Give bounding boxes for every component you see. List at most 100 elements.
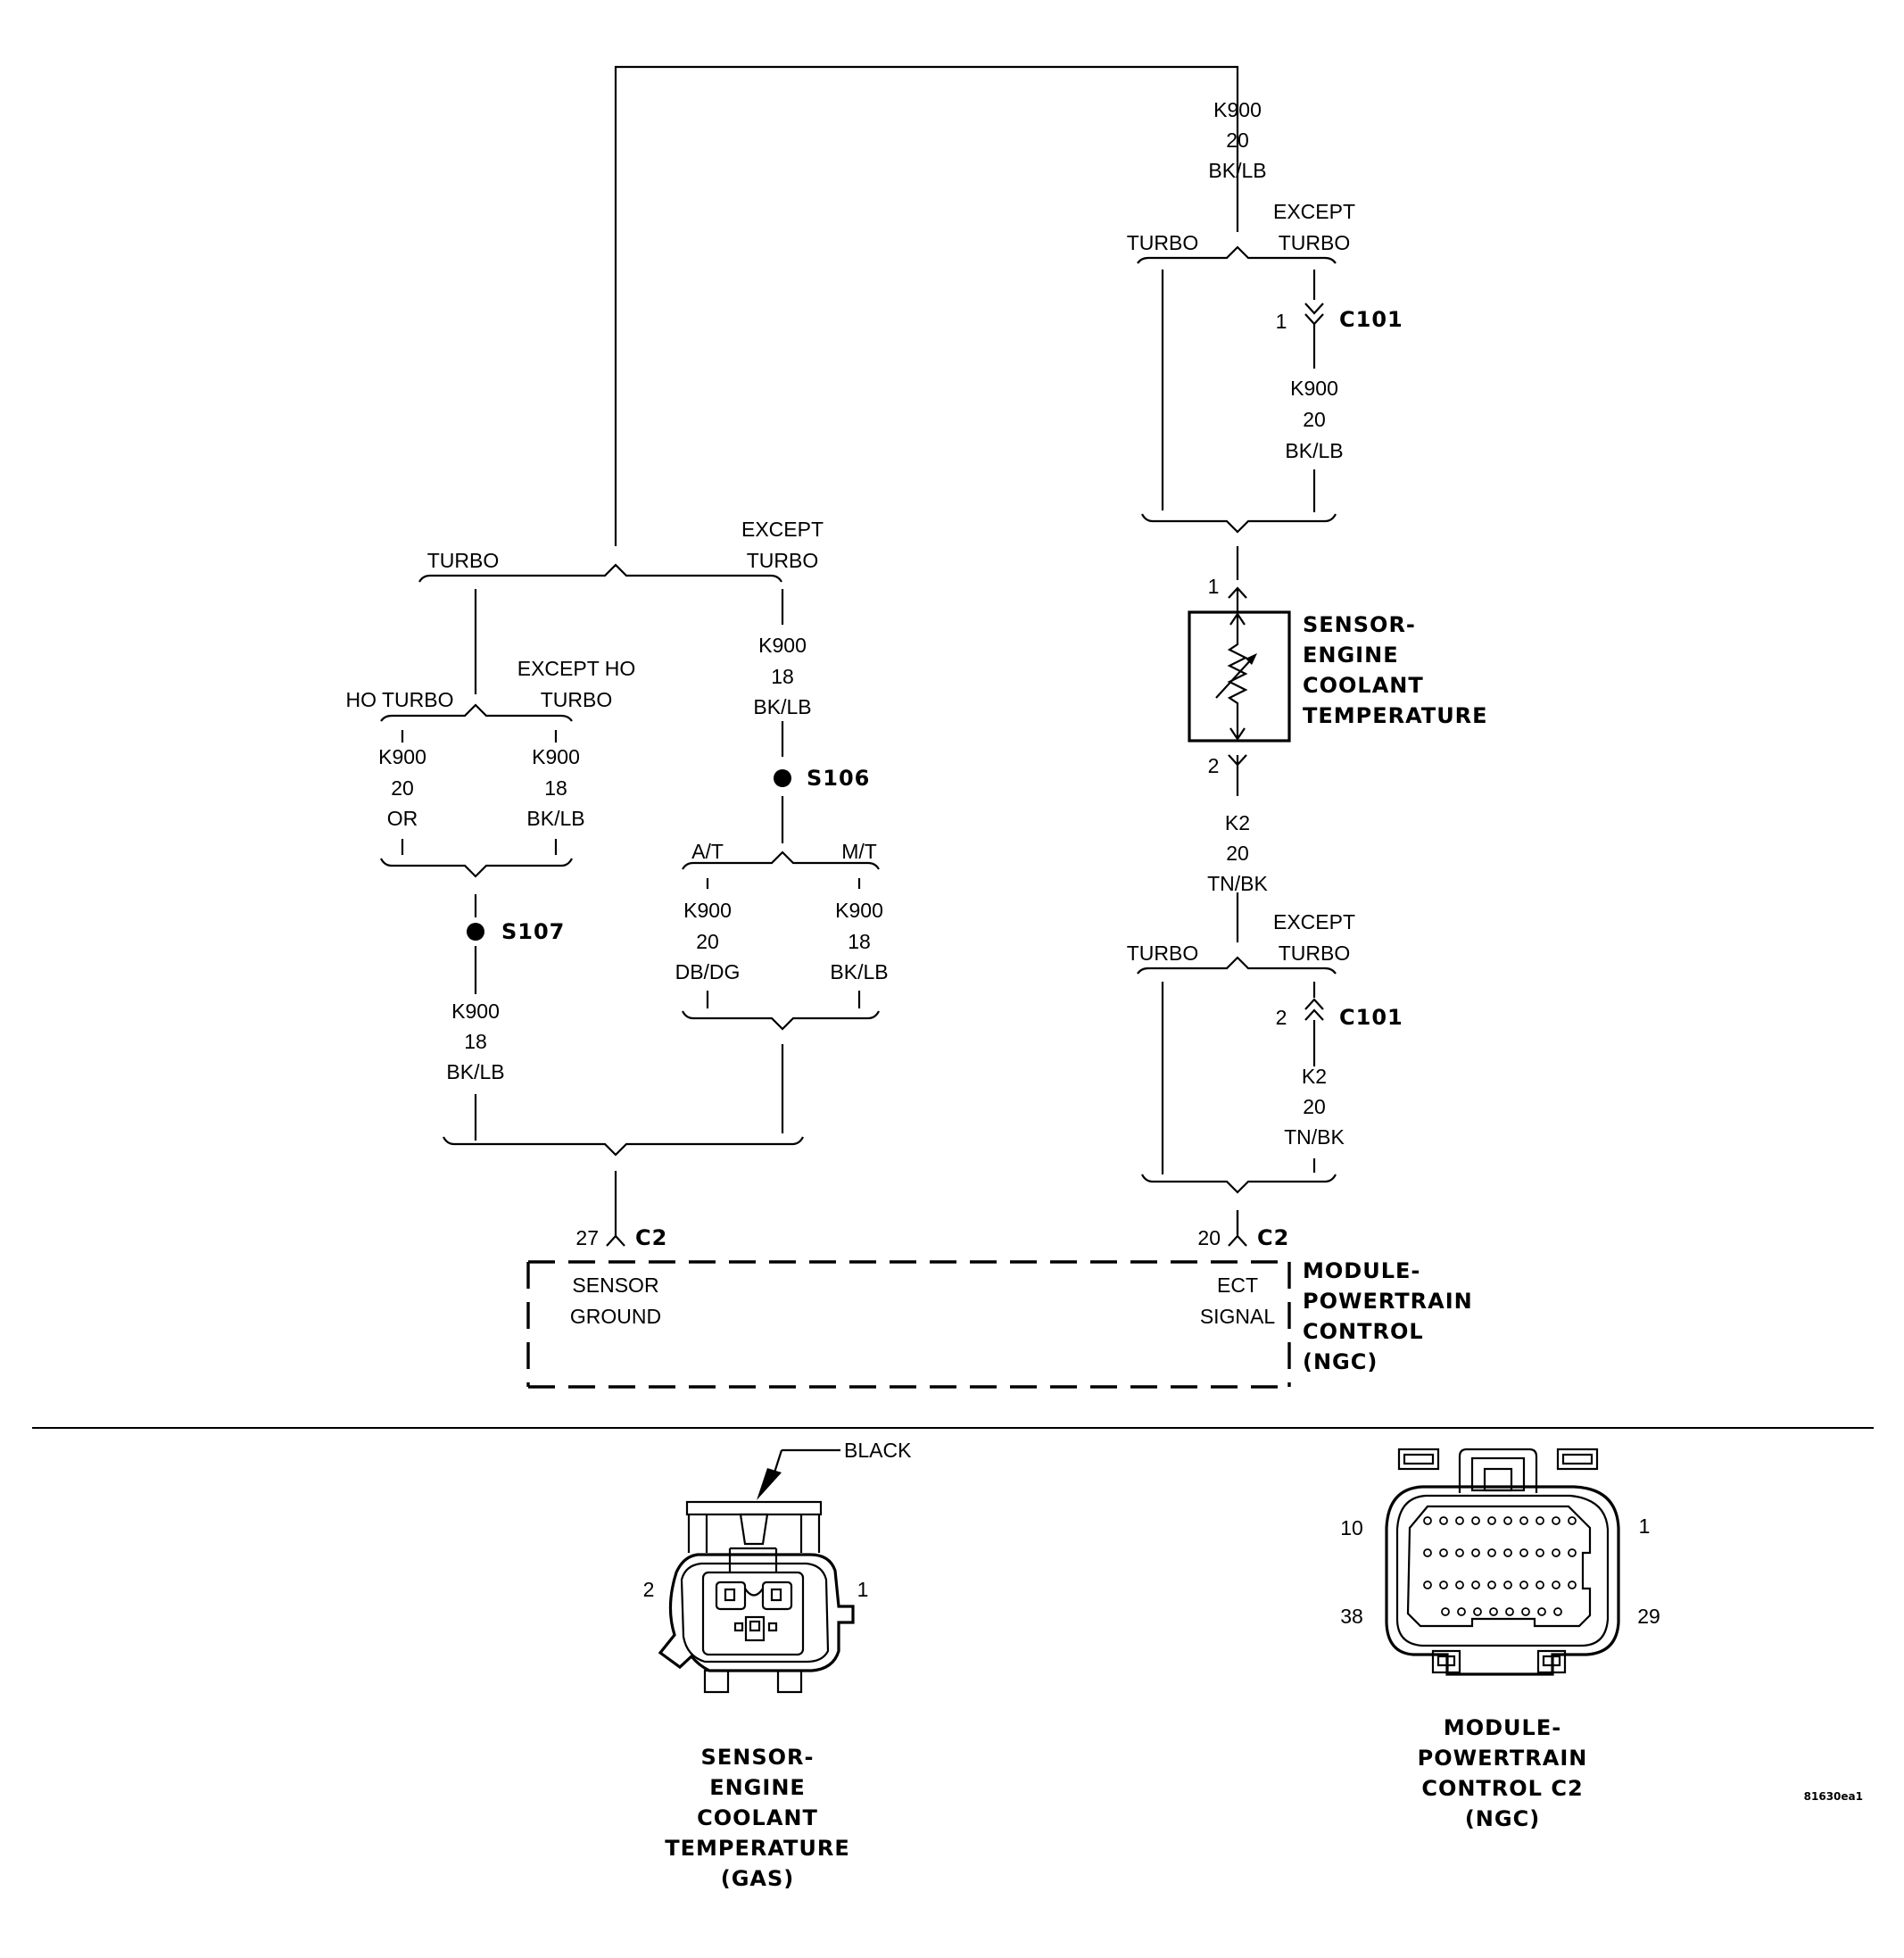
top-wire-circuit: K900 [1213,98,1262,121]
pcm-pin27-connector: C2 [635,1225,667,1250]
pcm-title-4: (NGC) [1303,1349,1378,1374]
pcm-conn-pin1: 1 [1639,1514,1651,1538]
pcm-title-1: MODULE- [1303,1258,1420,1283]
pcm-title-2: POWERTRAIN [1303,1289,1473,1314]
at-wire-gauge: 20 [696,930,719,953]
c101-b-wire-color: TN/BK [1284,1125,1345,1149]
except-ho-wire-gauge: 18 [544,776,567,800]
c101-pin1-symbol [1304,303,1324,337]
sensor-pin2-number: 2 [1208,754,1220,777]
mt-wire-color: BK/LB [830,960,888,983]
s106-label: S106 [807,766,870,791]
pcm-pin20-symbol [1228,1210,1247,1247]
pcm-pin27-number: 27 [575,1226,599,1249]
ect-sensor-connector-drawing [658,1448,855,1694]
mt-wire-gauge: 18 [848,930,871,953]
pcm-pin-cavity [1536,1516,1544,1525]
right-upper-except-label-1: EXCEPT [1273,200,1355,223]
s107-wire-gauge: 18 [464,1030,487,1053]
c101-a-wire-gauge: 20 [1303,408,1326,431]
pcm-module-box [526,1260,1291,1389]
right-upper-turbo-label: TURBO [1127,231,1199,254]
ect-sensor-title-4: TEMPERATURE [1303,703,1488,728]
figure-id: 81630ea1 [1804,1790,1863,1803]
c101-b-connector-name: C101 [1339,1005,1403,1030]
wire-paths [380,65,1337,1234]
ect-sensor-title-1: SENSOR- [1303,612,1416,637]
c101-a-wire-color: BK/LB [1285,439,1343,462]
left-except-label-2: TURBO [747,549,819,572]
top-wire-color: BK/LB [1208,159,1266,182]
s107-wire-circuit: K900 [451,1000,500,1023]
sensor-pin1-symbol [1228,586,1247,611]
left-turbo-label: TURBO [427,549,500,572]
pcm-pin-cavity [1503,1581,1512,1589]
pcm-conn-pin10: 10 [1340,1516,1363,1539]
pcm-pin20-number: 20 [1197,1226,1221,1249]
except-ho-wire-color: BK/LB [526,807,584,830]
pcm-pin-cavity [1457,1607,1466,1616]
pcm-pin-cavity [1536,1581,1544,1589]
pcm-view-title-2: POWERTRAIN [1418,1746,1588,1771]
mt-wire-circuit: K900 [835,899,883,922]
pcm-pin-cavity [1455,1516,1464,1525]
pcm-pin-cavity [1568,1581,1577,1589]
pcm-ect-signal-label-2: SIGNAL [1200,1305,1276,1328]
pcm-conn-pin38: 38 [1340,1605,1363,1628]
pcm-pin-cavity [1552,1581,1560,1589]
right-upper-except-label-2: TURBO [1279,231,1351,254]
left-except-label-1: EXCEPT [741,518,824,541]
pcm-pin-cavity [1473,1607,1482,1616]
ect-sensor-title-2: ENGINE [1303,643,1399,668]
ho-turbo-label: HO TURBO [346,688,454,711]
pcm-pin-cavity [1553,1607,1562,1616]
sensor-view-title-5: (GAS) [721,1866,795,1891]
except-ho-wire-circuit: K900 [532,745,580,768]
sensor-view-title-3: COOLANT [697,1805,818,1830]
right-lower-except-label-1: EXCEPT [1273,910,1355,933]
s106-splice-dot [774,769,791,787]
at-wire-color: DB/DG [675,960,741,983]
pcm-pin-cavity [1552,1516,1560,1525]
pcm-pin-cavity [1505,1607,1514,1616]
pcm-conn-pin29: 29 [1637,1605,1660,1628]
pcm-pin-cavity [1471,1516,1480,1525]
pcm-pin-cavity [1568,1516,1577,1525]
ho-wire-gauge: 20 [391,776,414,800]
pcm-pin-cavity [1423,1581,1432,1589]
pcm-sensor-ground-label-1: SENSOR [572,1274,658,1297]
c101-b-wire-circuit: K2 [1302,1065,1327,1088]
top-wire-gauge: 20 [1226,129,1249,152]
pcm-pin-cavity [1487,1516,1496,1525]
pcm-pin-cavity [1471,1581,1480,1589]
pcm-ect-signal-label-1: ECT [1217,1274,1258,1297]
except-turbo-wire-circuit: K900 [758,634,807,657]
c101-b-wire-gauge: 20 [1303,1095,1326,1118]
sensor-view-title-1: SENSOR- [701,1745,815,1770]
pcm-pin-cavity [1487,1548,1496,1557]
c101-a-connector-name: C101 [1339,307,1403,332]
pcm-view-title-4: (NGC) [1465,1806,1540,1831]
pcm-pin-cavity [1521,1607,1530,1616]
pcm-pin-cavity [1423,1516,1432,1525]
pcm-pin-cavity [1519,1548,1528,1557]
at-label: A/T [691,840,724,863]
pcm-pin-cavity [1471,1548,1480,1557]
ect-sensor-title-3: COOLANT [1303,673,1424,698]
black-callout-label: BLACK [844,1439,912,1462]
pcm-pin-cavity [1503,1548,1512,1557]
black-callout-arrow [757,1468,782,1500]
pcm-pin-cavity [1455,1581,1464,1589]
pcm-title-3: CONTROL [1303,1319,1424,1344]
ect-sensor-symbol [1188,610,1291,743]
sensor-view-title-4: TEMPERATURE [665,1836,850,1861]
pcm-pin-cavity [1489,1607,1498,1616]
except-turbo-wire-gauge: 18 [771,665,794,688]
pcm-pin-cavity [1568,1548,1577,1557]
pcm-pin-cavity [1519,1516,1528,1525]
mt-label: M/T [841,840,877,863]
pcm-pin-cavity [1519,1581,1528,1589]
pcm-pin-cavity [1537,1607,1546,1616]
c101-a-wire-circuit: K900 [1290,377,1338,400]
